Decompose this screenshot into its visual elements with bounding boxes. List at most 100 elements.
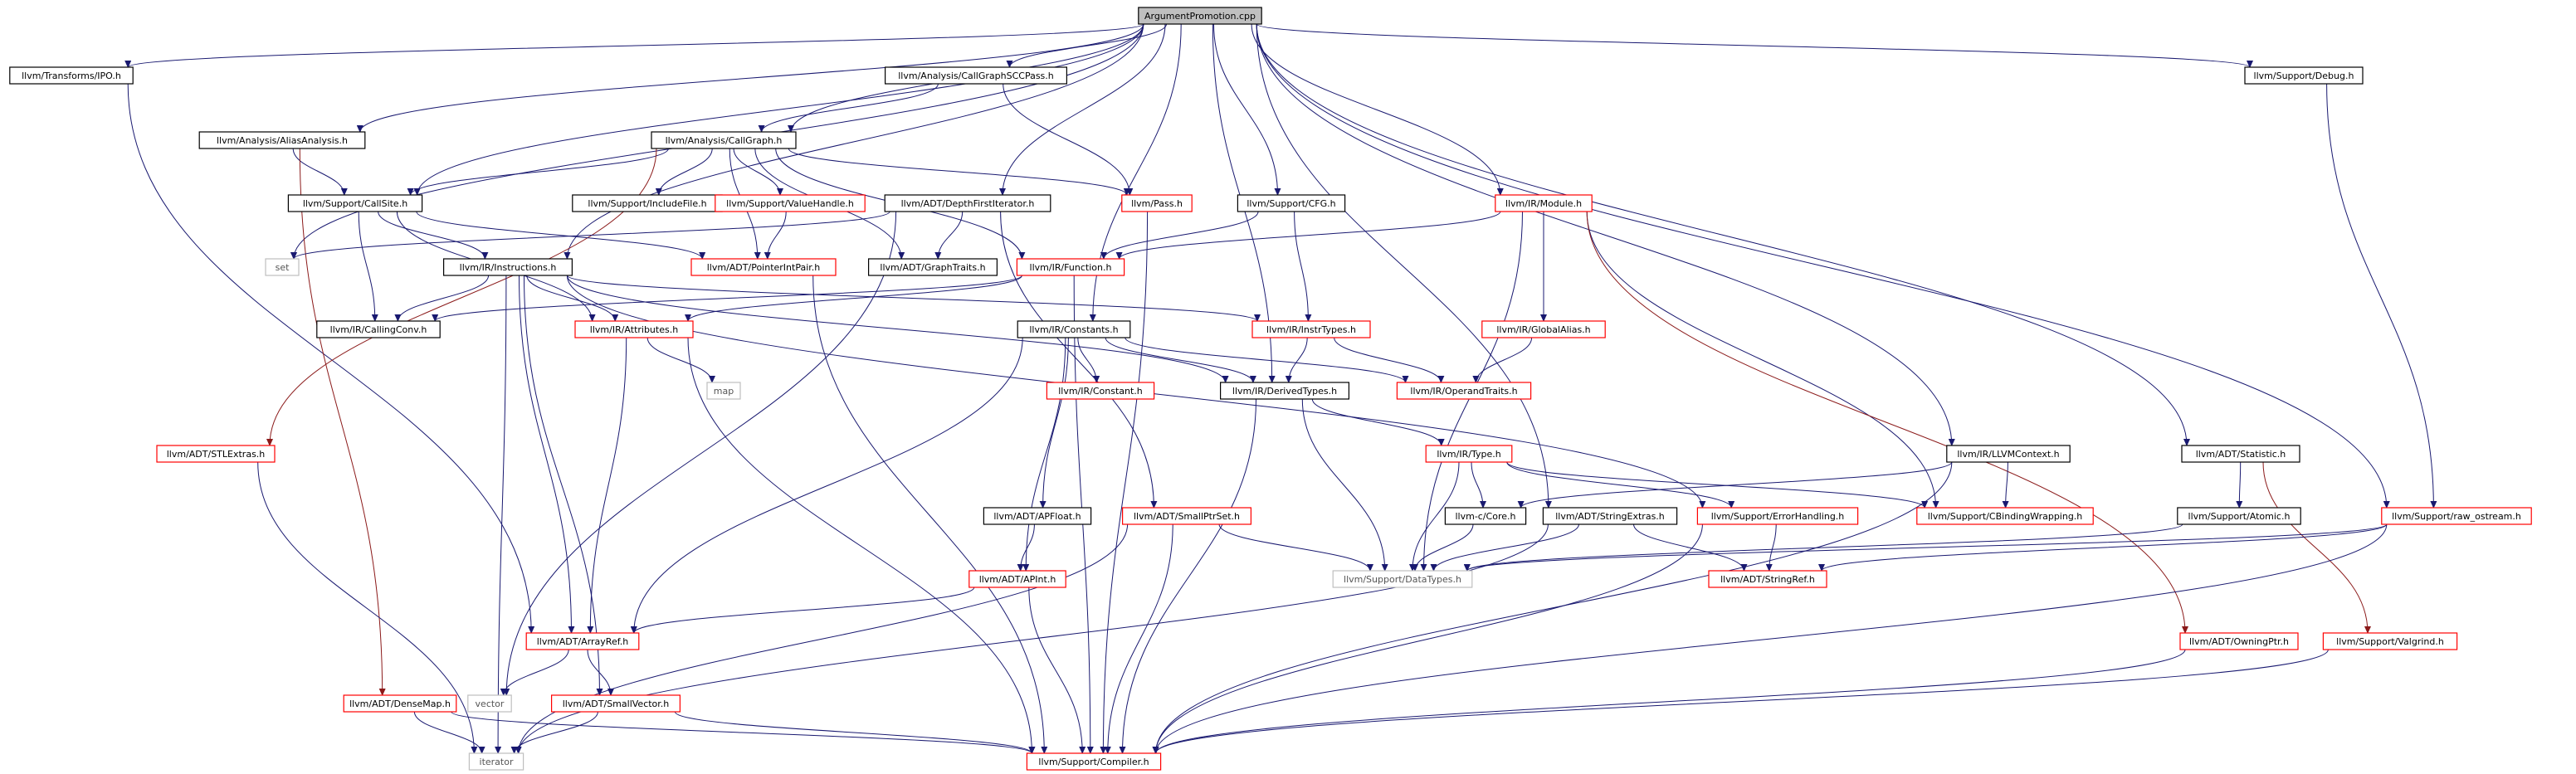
edge-module-to-owningptr bbox=[1586, 211, 2188, 634]
node-set: set bbox=[265, 258, 300, 276]
edge-errorhandling-to-stringref bbox=[1765, 523, 1777, 572]
node-box bbox=[867, 258, 998, 276]
node-box bbox=[1542, 507, 1678, 525]
node-statistic[interactable]: llvm/ADT/Statistic.h bbox=[2181, 445, 2300, 463]
node-densemap[interactable]: llvm/ADT/DenseMap.h bbox=[343, 694, 457, 713]
node-label: llvm/Support/CBindingWrapping.h bbox=[1928, 511, 2083, 522]
node-cgscc[interactable]: llvm/Analysis/CallGraphSCCPass.h bbox=[884, 66, 1067, 85]
node-attributes[interactable]: llvm/IR/Attributes.h bbox=[574, 320, 694, 338]
node-stringextras[interactable]: llvm/ADT/StringExtras.h bbox=[1542, 507, 1678, 525]
node-box bbox=[1708, 570, 1827, 588]
edge-stringextras-to-datatypes bbox=[1430, 523, 1579, 572]
edge-derived-to-datatypes bbox=[1301, 398, 1388, 572]
node-box bbox=[1444, 507, 1527, 525]
node-box bbox=[706, 382, 741, 400]
node-pass[interactable]: llvm/Pass.h bbox=[1121, 194, 1193, 212]
node-label: llvm/Support/Atomic.h bbox=[2188, 511, 2291, 522]
node-valgrind[interactable]: llvm/Support/Valgrind.h bbox=[2322, 632, 2458, 650]
node-instrtypes[interactable]: llvm/IR/InstrTypes.h bbox=[1251, 320, 1371, 338]
node-rawostream[interactable]: llvm/Support/raw_ostream.h bbox=[2381, 507, 2532, 525]
edge-arrayref-to-smallvector bbox=[587, 649, 614, 696]
node-globalalias[interactable]: llvm/IR/GlobalAlias.h bbox=[1481, 320, 1606, 338]
node-label: iterator bbox=[480, 757, 514, 767]
node-owningptr[interactable]: llvm/ADT/OwningPtr.h bbox=[2179, 632, 2299, 650]
node-atomic[interactable]: llvm/Support/Atomic.h bbox=[2177, 507, 2301, 525]
node-box bbox=[1332, 570, 1473, 588]
edge-cg-to-callsite bbox=[407, 148, 669, 196]
node-core[interactable]: llvm-c/Core.h bbox=[1444, 507, 1527, 525]
node-gt[interactable]: llvm/ADT/GraphTraits.h bbox=[867, 258, 998, 276]
node-pip[interactable]: llvm/ADT/PointerIntPair.h bbox=[690, 258, 837, 276]
edge-globalalias-to-operandtraits bbox=[1472, 337, 1533, 383]
node-box bbox=[574, 320, 694, 338]
node-callingconv[interactable]: llvm/IR/CallingConv.h bbox=[316, 320, 441, 338]
node-smallptrset[interactable]: llvm/ADT/SmallPtrSet.h bbox=[1121, 507, 1251, 525]
node-instructions[interactable]: llvm/IR/Instructions.h bbox=[442, 258, 573, 276]
node-arrayref[interactable]: llvm/ADT/ArrayRef.h bbox=[525, 632, 640, 650]
node-constants[interactable]: llvm/IR/Constants.h bbox=[1017, 320, 1131, 338]
edge-root-to-llvmcontext bbox=[1256, 23, 1955, 446]
node-module[interactable]: llvm/IR/Module.h bbox=[1495, 194, 1593, 212]
node-root[interactable]: ArgumentPromotion.cpp bbox=[1138, 7, 1262, 25]
node-label: llvm/ADT/SmallVector.h bbox=[563, 699, 670, 709]
edge-root-to-aa bbox=[356, 23, 1144, 133]
node-label: llvm/Transforms/IPO.h bbox=[22, 71, 121, 81]
node-box bbox=[2177, 507, 2301, 525]
edge-apint-to-arrayref bbox=[630, 587, 975, 634]
edge-stringextras-to-stringref bbox=[1633, 523, 1748, 572]
node-dfi[interactable]: llvm/ADT/DepthFirstIterator.h bbox=[884, 194, 1051, 212]
node-cfg[interactable]: llvm/Support/CFG.h bbox=[1237, 194, 1346, 212]
edge-instructions-to-derived bbox=[566, 275, 1229, 383]
node-compiler[interactable]: llvm/Support/Compiler.h bbox=[1026, 752, 1162, 771]
node-smallvector[interactable]: llvm/ADT/SmallVector.h bbox=[550, 694, 681, 713]
node-box bbox=[1425, 445, 1513, 463]
node-aa[interactable]: llvm/Analysis/AliasAnalysis.h bbox=[198, 131, 366, 149]
edge-smallptrset-to-datatypes bbox=[1218, 523, 1373, 572]
node-constant[interactable]: llvm/IR/Constant.h bbox=[1046, 382, 1155, 400]
edge-dfi-to-smallptrset bbox=[1000, 211, 1158, 509]
node-box bbox=[1017, 320, 1131, 338]
edge-constants-to-apint bbox=[1022, 337, 1066, 572]
edge-type-to-errorhandling bbox=[1506, 461, 1735, 509]
node-cg[interactable]: llvm/Analysis/CallGraph.h bbox=[651, 131, 797, 149]
node-label: llvm/ADT/DenseMap.h bbox=[349, 699, 451, 709]
node-callsite[interactable]: llvm/Support/CallSite.h bbox=[287, 194, 423, 212]
node-ipo[interactable]: llvm/Transforms/IPO.h bbox=[9, 66, 134, 85]
node-label: llvm/ADT/OwningPtr.h bbox=[2189, 636, 2289, 647]
edge-root-to-cfg bbox=[1213, 23, 1281, 196]
node-apfloat[interactable]: llvm/ADT/APFloat.h bbox=[983, 507, 1092, 525]
node-operandtraits[interactable]: llvm/IR/OperandTraits.h bbox=[1396, 382, 1532, 400]
node-label: llvm/Support/Debug.h bbox=[2254, 71, 2354, 81]
edge-root-to-rawostream bbox=[1256, 23, 2390, 509]
node-label: llvm/ADT/SmallPtrSet.h bbox=[1134, 511, 1240, 522]
node-llvmcontext[interactable]: llvm/IR/LLVMContext.h bbox=[1946, 445, 2071, 463]
node-includefile[interactable]: llvm/Support/IncludeFile.h bbox=[572, 194, 723, 212]
node-derived[interactable]: llvm/IR/DerivedTypes.h bbox=[1219, 382, 1349, 400]
node-apint[interactable]: llvm/ADT/APInt.h bbox=[968, 570, 1066, 588]
node-errorhandling[interactable]: llvm/Support/ErrorHandling.h bbox=[1696, 507, 1859, 525]
edge-constants-to-constant bbox=[1077, 337, 1100, 383]
node-type[interactable]: llvm/IR/Type.h bbox=[1425, 445, 1513, 463]
node-label: llvm/Support/ValueHandle.h bbox=[726, 198, 854, 209]
node-stlextras[interactable]: llvm/ADT/STLExtras.h bbox=[156, 445, 276, 463]
node-box bbox=[715, 194, 866, 212]
node-label: llvm/ADT/APInt.h bbox=[979, 574, 1056, 585]
node-box bbox=[1121, 194, 1193, 212]
node-box bbox=[1495, 194, 1593, 212]
node-cbinding[interactable]: llvm/Support/CBindingWrapping.h bbox=[1916, 507, 2094, 525]
edge-ipo-to-arrayref bbox=[127, 83, 535, 634]
edge-densemap-to-iterator bbox=[413, 711, 485, 754]
node-box bbox=[2244, 66, 2364, 85]
header-nodes: ArgumentPromotion.cpp llvm/Transforms/IPO… bbox=[9, 7, 2532, 771]
node-debug[interactable]: llvm/Support/Debug.h bbox=[2244, 66, 2364, 85]
node-box bbox=[550, 694, 681, 713]
edge-callsite-to-callingconv bbox=[358, 211, 378, 322]
node-map: map bbox=[706, 382, 741, 400]
node-label: llvm/Analysis/CallGraphSCCPass.h bbox=[898, 71, 1054, 81]
edge-errorhandling-to-compiler bbox=[1152, 523, 1703, 754]
node-function[interactable]: llvm/IR/Function.h bbox=[1016, 258, 1125, 276]
node-stringref[interactable]: llvm/ADT/StringRef.h bbox=[1708, 570, 1827, 588]
node-valuehandle[interactable]: llvm/Support/ValueHandle.h bbox=[715, 194, 866, 212]
node-label: llvm/ADT/APFloat.h bbox=[993, 511, 1081, 522]
node-label: llvm/IR/Type.h bbox=[1437, 449, 1500, 460]
